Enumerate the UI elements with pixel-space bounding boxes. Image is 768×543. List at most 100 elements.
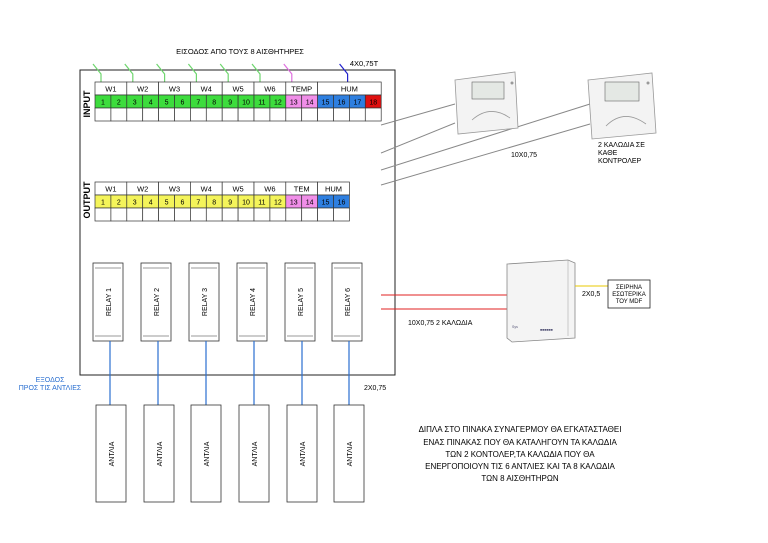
input-terminal-number: 9 <box>228 100 232 107</box>
controller-note-line-2: ΚΑΘΕ <box>598 150 618 157</box>
input-terminal-screw <box>126 107 144 122</box>
controller-note-line-3: ΚΟΝΤΡΟΛΕΡ <box>598 158 642 165</box>
sensor-wires <box>92 63 349 82</box>
sensor-wire-3 <box>156 63 166 82</box>
input-section-label: INPUT <box>82 90 92 118</box>
input-terminal-screw <box>237 107 255 122</box>
pump-label-1: ΑΝΤΛΙΑ <box>109 441 116 466</box>
output-section-label: OUTPUT <box>82 181 92 219</box>
output-terminal-number: 14 <box>306 200 314 207</box>
output-terminal-screw <box>333 207 350 222</box>
output-terminal-screw <box>110 207 128 222</box>
cable-label-alarm: 10X0,75 2 ΚΑΛΩΔΙΑ <box>408 320 473 327</box>
output-terminal-number: 7 <box>196 200 200 207</box>
input-terminal-number: 4 <box>149 100 153 107</box>
pump-5 <box>286 404 318 503</box>
output-terminal-number: 3 <box>133 200 137 207</box>
sensor-wire-6 <box>251 63 261 82</box>
output-group-label-1: W1 <box>105 185 116 194</box>
output-terminal-number: 11 <box>258 200 265 207</box>
exit-label-line-2: ΠΡΟΣ ΤΙΣ ΑΝΤΛΙΕΣ <box>19 385 82 392</box>
output-terminal-number: 15 <box>322 200 330 207</box>
output-terminal-number: 16 <box>338 200 346 207</box>
controller-1 <box>454 71 519 135</box>
pump-3 <box>190 404 222 503</box>
output-terminal-screw <box>301 207 318 222</box>
input-terminal-screw <box>190 107 207 122</box>
note-line-3: ΤΩΝ 2 ΚΟΝΤΟΛΕΡ,ΤΑ ΚΑΛΩΔΙΑ ΠΟΥ ΘΑ <box>445 450 595 459</box>
input-terminal-screw <box>221 107 239 122</box>
pump-2 <box>143 404 175 503</box>
svg-text:■■■■■■: ■■■■■■ <box>540 328 553 332</box>
note-line-2: ΕΝΑΣ ΠΙΝΑΚΑΣ ΠΟΥ ΘΑ ΚΑΤΑΛΗΓΟΥΝ ΤΑ ΚΑΛΩΔΙ… <box>423 438 617 447</box>
output-terminal-number: 12 <box>274 200 282 207</box>
relay-3 <box>188 262 220 342</box>
input-terminal-number: 17 <box>353 100 361 107</box>
relay-2 <box>140 262 172 342</box>
sensor-wire-8 <box>339 63 349 82</box>
exit-label-line-1: ΕΞΟΔΟΣ <box>36 377 65 384</box>
controller-note-line-1: 2 ΚΑΛΩΔΙΑ ΣΕ <box>598 142 645 149</box>
siren-box <box>607 279 651 309</box>
relay-6 <box>331 262 363 342</box>
input-terminal-screw <box>253 107 271 122</box>
output-terminal-number: 8 <box>212 200 216 207</box>
pump-label-6: ΑΝΤΛΙΑ <box>347 441 354 466</box>
input-group-label-6: W6 <box>264 85 275 94</box>
input-terminal-screw <box>285 107 303 122</box>
output-terminal-number: 9 <box>228 200 232 207</box>
output-terminal-screw <box>190 207 207 222</box>
input-terminal-number: 6 <box>180 100 184 107</box>
output-terminal-screw <box>317 207 334 222</box>
note-line-5: ΤΩΝ 8 ΑΙΣΘΗΤΗΡΩΝ <box>481 474 558 483</box>
input-terminal-number: 3 <box>133 100 137 107</box>
siren-label-line-3: ΤΟΥ MDF <box>616 299 643 305</box>
input-terminal-screw <box>94 107 112 122</box>
output-terminal-screw <box>253 207 271 222</box>
relay-label-2: RELAY 2 <box>154 288 161 316</box>
input-terminal-screw <box>349 107 366 122</box>
input-terminal-screw <box>301 107 318 122</box>
relay-label-1: RELAY 1 <box>106 288 113 316</box>
input-terminal-screw <box>205 107 223 122</box>
input-group-label-7: TEMP <box>291 85 312 94</box>
input-group-label-1: W1 <box>105 85 116 94</box>
input-terminal-number: 8 <box>212 100 216 107</box>
input-terminal-number: 16 <box>338 100 346 107</box>
sensor-wire-1 <box>92 63 102 82</box>
input-terminal-screw <box>142 107 159 122</box>
output-terminal-screw <box>142 207 159 222</box>
controller-wires <box>380 103 591 186</box>
relay-5 <box>284 262 316 342</box>
input-terminal-number: 14 <box>306 100 314 107</box>
siren-label-line-2: ΕΣΩΤΕΡΙΚΑ <box>612 292 646 298</box>
cable-label-pumps: 2X0,75 <box>364 385 386 392</box>
output-terminal-screw <box>94 207 112 222</box>
output-terminal-number: 6 <box>180 200 184 207</box>
input-terminal-screw <box>269 107 287 122</box>
input-terminal-number: 1 <box>101 100 105 107</box>
relay-4 <box>236 262 268 342</box>
sensor-wire-4 <box>187 63 197 82</box>
input-terminal-screw <box>317 107 334 122</box>
output-group-label-8: HUM <box>325 185 342 194</box>
svg-text:Sys: Sys <box>512 325 518 329</box>
relay-label-4: RELAY 4 <box>250 288 257 316</box>
relay-label-3: RELAY 3 <box>202 288 209 316</box>
input-group-label-2: W2 <box>137 85 148 94</box>
output-group-label-2: W2 <box>137 185 148 194</box>
relay-1 <box>92 262 124 342</box>
pump-label-2: ΑΝΤΛΙΑ <box>157 441 164 466</box>
output-terminal-screw <box>174 207 191 222</box>
pump-1 <box>95 404 127 503</box>
input-terminal-number: 13 <box>290 100 298 107</box>
note-line-4: ΕΝΕΡΓΟΠΟΙΟΥΝ ΤΙΣ 6 ΑΝΤΛΙΕΣ ΚΑΙ ΤΑ 8 ΚΑΛΩ… <box>425 462 615 471</box>
output-terminal-screw <box>221 207 239 222</box>
sensor-wire-5 <box>219 63 229 82</box>
input-terminal-screw <box>333 107 350 122</box>
cable-label-top: 4X0,75T <box>350 59 379 68</box>
